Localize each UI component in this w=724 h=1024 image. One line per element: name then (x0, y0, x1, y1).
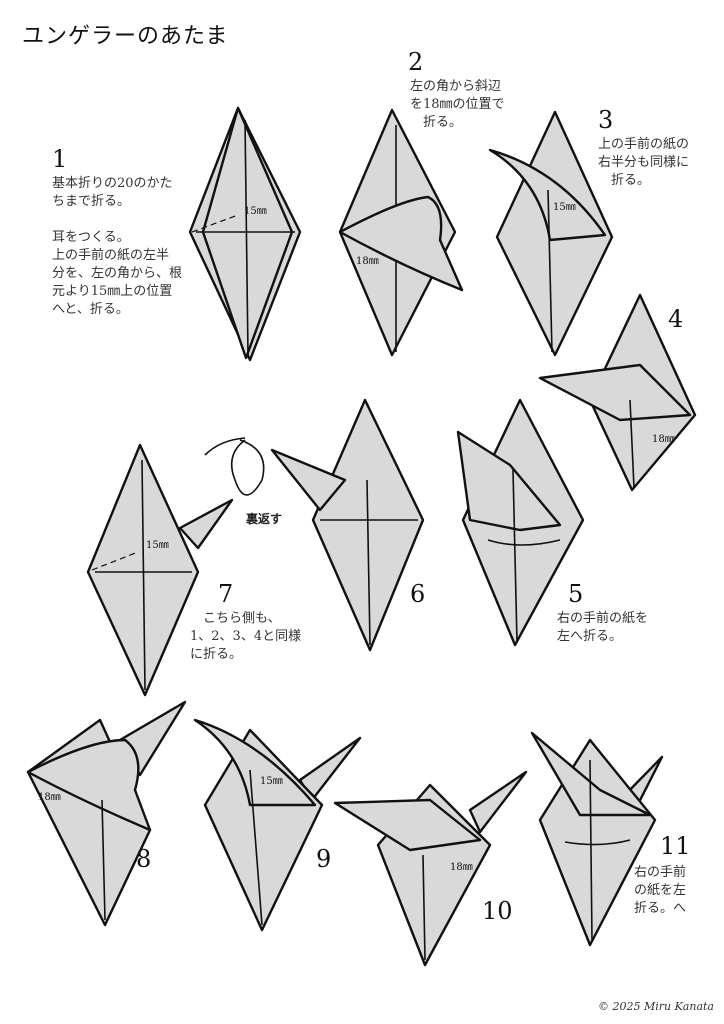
measure-label: 15㎜ (553, 202, 576, 213)
step-text-1: 基本折りの20のかた ちまで折る。 耳をつくる。 上の手前の紙の左半 分を、左の… (52, 176, 183, 317)
page-title: ユンゲラーのあたま (22, 24, 229, 49)
measure-label: 15㎜ (146, 540, 169, 551)
measure-label: 15㎜ (260, 776, 283, 787)
measure-label: 18㎜ (450, 862, 473, 873)
step-text-7: こちら側も、 1、2、3、4と同様 に折る。 (190, 611, 302, 662)
measure-label: 18㎜ (356, 256, 379, 267)
step-number-2: 2 (408, 48, 424, 76)
step-number-10: 10 (482, 897, 513, 925)
step-number-1: 1 (52, 145, 68, 173)
figure-step-8: 18㎜ (26, 700, 187, 927)
step-number-7: 7 (218, 580, 234, 608)
flip-over-label: 裏返す (246, 512, 283, 526)
step-number-3: 3 (598, 106, 614, 134)
step-number-11: 11 (660, 832, 691, 860)
step-number-8: 8 (136, 845, 152, 873)
step-text-2: 左の角から斜辺 を18㎜の位置で 折る。 (410, 79, 505, 130)
measure-label: 18㎜ (38, 792, 61, 803)
step-number-6: 6 (410, 580, 426, 608)
figure-step-10: 18㎜ (333, 770, 528, 967)
step-number-5: 5 (568, 580, 584, 608)
step-number-4: 4 (668, 305, 684, 333)
figure-step-4: 18㎜ (538, 293, 697, 492)
step-number-9: 9 (316, 845, 332, 873)
figure-step-1: 15㎜ (188, 106, 302, 362)
step-text-5: 右の手前の紙を 左へ折る。 (557, 611, 649, 644)
copyright: © 2025 Miru Kanata (597, 1000, 714, 1013)
step-text-3: 上の手前の紙の 右半分も同様に 折る。 (598, 137, 690, 188)
figure-step-9: 15㎜ (193, 718, 362, 932)
figure-step-2: 18㎜ (338, 108, 464, 357)
figure-step-11 (530, 731, 664, 947)
measure-label: 15㎜ (244, 206, 267, 217)
figure-step-3: 15㎜ (488, 110, 614, 357)
measure-label: 18㎜ (652, 434, 675, 445)
figure-step-6 (204, 398, 425, 652)
figure-step-5 (456, 398, 585, 647)
step-text-11: 右の手前 の紙を左 折る。へ (634, 865, 687, 916)
figure-step-7: 15㎜ (86, 443, 234, 697)
